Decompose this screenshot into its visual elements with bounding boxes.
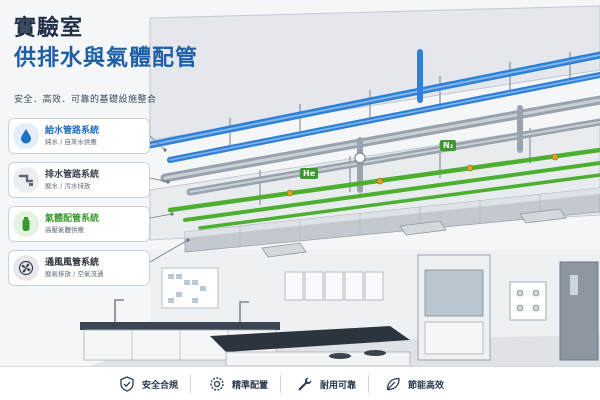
system-subtitle: 高壓氣體供應	[45, 226, 84, 234]
system-title: 給水管路系統	[45, 126, 100, 136]
title-line-2: 供排水與氣體配管	[14, 46, 199, 71]
system-card-water: 給水管路系統 純水 / 自來水供應	[8, 118, 150, 154]
gas-tag-he: He	[300, 168, 319, 179]
island-bench	[210, 326, 411, 366]
wrench-icon	[296, 375, 314, 393]
faucets	[114, 299, 249, 322]
gas-pipes	[167, 147, 600, 230]
ventilation-duct	[184, 187, 600, 253]
lab-door	[559, 261, 599, 361]
gas-control-panel	[509, 281, 547, 321]
drain-pipes	[160, 95, 600, 196]
system-title: 氣體配管系統	[45, 214, 100, 224]
leader-lines	[149, 135, 189, 263]
system-title: 排水管路系統	[45, 170, 100, 180]
stools	[329, 350, 386, 359]
system-subtitle: 廢水 / 污水排放	[45, 182, 91, 190]
system-subtitle: 廢氣排放 / 空氣流通	[45, 270, 104, 278]
feature-divider	[368, 375, 369, 393]
gas-cylinder-icon	[13, 211, 39, 237]
title-line-1: 實驗室	[14, 16, 84, 41]
feature-label: 精準配置	[232, 380, 269, 391]
ceiling-slab	[149, 5, 600, 141]
feature-label: 安全合規	[142, 380, 179, 391]
ceiling-diffusers	[261, 208, 567, 258]
leaf-icon	[384, 375, 402, 393]
feature-divider	[190, 375, 191, 393]
gas-tag-n2: N₂	[440, 140, 457, 151]
feature-bar: 安全合規 精準配置 耐用可靠 節能高效	[0, 366, 600, 400]
feature-label: 耐用可靠	[320, 380, 357, 391]
subtitle: 安全．高效．可靠的基礎設施整合	[14, 95, 157, 105]
system-card-drain: 排水管路系統 廢水 / 污水排放	[8, 162, 150, 198]
lab-illustration	[80, 5, 600, 366]
wall-cabinets	[284, 271, 384, 301]
shield-check-icon	[118, 375, 136, 393]
ventilation-fan-icon	[13, 255, 39, 281]
feature-safety: 安全合規	[118, 375, 178, 393]
drain-pipe-icon	[13, 167, 39, 193]
target-gear-icon	[208, 375, 226, 393]
feature-label: 節能高效	[408, 380, 445, 391]
water-pipes	[146, 49, 600, 163]
system-card-gas: 氣體配管系統 高壓氣體供應	[8, 206, 150, 242]
fume-hood	[417, 254, 491, 361]
feature-precision: 精準配置	[208, 375, 268, 393]
pressure-gauge	[354, 152, 366, 164]
system-title: 通風風管系統	[45, 258, 100, 268]
system-card-ventilation: 通風風管系統 廢氣排放 / 空氣流通	[8, 250, 150, 286]
water-drop-icon	[13, 123, 39, 149]
feature-durable: 耐用可靠	[296, 375, 356, 393]
feature-efficiency: 節能高效	[384, 375, 444, 393]
system-subtitle: 純水 / 自來水供應	[45, 138, 97, 146]
feature-divider	[280, 375, 281, 393]
gas-valves	[286, 153, 559, 197]
